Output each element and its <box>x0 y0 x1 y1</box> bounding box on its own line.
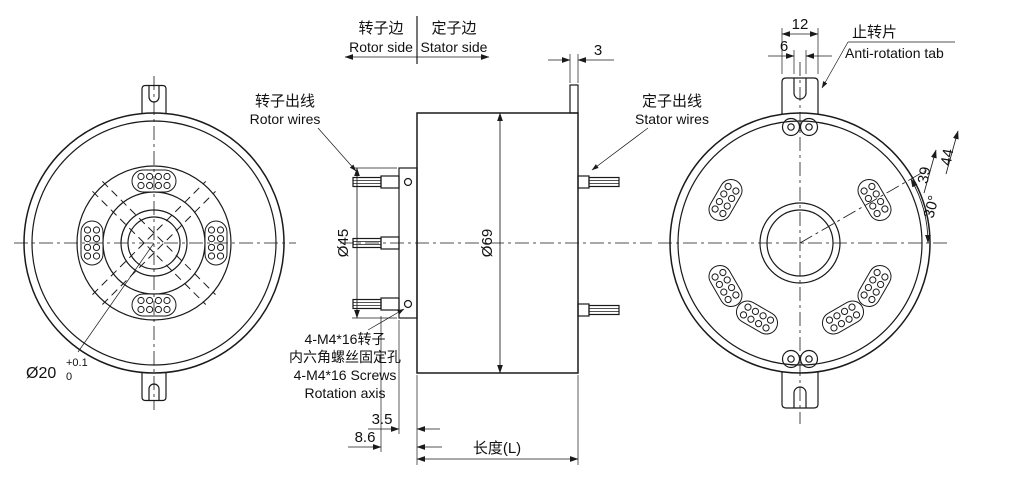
top-screw-left-center <box>787 123 795 131</box>
dim-body-dia: Ø69 <box>479 229 496 257</box>
dim-angle: 30° <box>921 194 943 220</box>
bore-leader-line <box>77 242 155 353</box>
left-hub-circle <box>120 209 188 277</box>
left-wall-circle <box>31 120 277 366</box>
tab-side-profile <box>569 84 579 114</box>
right-bottom-tab <box>781 372 819 409</box>
left-pattern-outer-circle <box>76 165 232 321</box>
screw-note-en1: 4-M4*16 Screws <box>294 367 397 383</box>
right-top-tab <box>781 77 819 114</box>
stator-side-label-cn: 定子边 <box>431 20 476 37</box>
top-screw-right <box>799 117 819 137</box>
left-outer-circle <box>23 112 285 374</box>
bottom-screw-left-center <box>787 355 795 363</box>
wire-hole-cluster <box>853 260 896 312</box>
bottom-screw-right-center <box>805 355 813 363</box>
left-bottom-tab <box>141 372 167 402</box>
stator-wires-label-cn: 定子出线 <box>642 93 702 110</box>
left-view: Ø20 +0.1 0 <box>14 76 296 410</box>
dim44-line <box>945 130 959 175</box>
dim-bore: Ø20 <box>26 365 56 382</box>
angle-arc <box>910 178 931 244</box>
tab-label-leader <box>821 41 849 89</box>
dim-bore-tol-lower: 0 <box>66 371 72 383</box>
rotor-wires-leader <box>317 127 357 172</box>
left-bore-circle <box>127 216 181 270</box>
rotor-wires-label-cn: 转子出线 <box>255 93 315 110</box>
screw-note-cn2: 内六角螺丝固定孔 <box>289 349 401 365</box>
rotor-wires <box>352 175 400 311</box>
stator-wires <box>577 175 620 317</box>
wire-hole-cluster <box>817 296 869 339</box>
dim-flange-dia: Ø45 <box>335 229 352 257</box>
right-top-tab-slot <box>793 78 807 100</box>
dim-44: 44 <box>938 148 958 167</box>
top-screw-left <box>781 117 801 137</box>
bottom-screw-right <box>799 349 819 369</box>
stator-wires-leader <box>591 127 649 171</box>
right-hub-circle <box>759 202 841 284</box>
wire-hole-cluster <box>731 296 783 339</box>
anti-rotation-label-en: Anti-rotation tab <box>845 45 944 61</box>
dim-flange-thickness: 3.5 <box>372 411 393 428</box>
dim-terminal-offset: 8.6 <box>355 429 376 446</box>
stator-wires-label-en: Stator wires <box>635 111 709 127</box>
left-dashed-cross <box>92 181 216 305</box>
right-view: 12 6 止转片 Anti-rotation tab 44 39 30° <box>658 16 959 424</box>
dim-slot-width: 6 <box>780 38 788 55</box>
stator-side-label-en: Stator side <box>421 39 488 55</box>
left-bottom-tab-slot <box>148 383 160 401</box>
right-bottom-tab-slot <box>793 386 807 408</box>
dim-tab-thickness: 3 <box>594 42 602 59</box>
rotor-wires-label-en: Rotor wires <box>250 111 321 127</box>
top-screw-right-center <box>805 123 813 131</box>
dim-tab-width: 12 <box>792 16 809 33</box>
middle-view: 转子边 Rotor side 定子边 Stator side Ø45 Ø69 <box>250 16 709 465</box>
anti-rotation-label-cn: 止转片 <box>852 24 897 41</box>
rotor-side-label-en: Rotor side <box>349 39 413 55</box>
wire-hole-cluster <box>704 260 747 312</box>
left-top-tab-slot <box>148 85 160 103</box>
right-bore-circle <box>766 209 834 277</box>
dim-39: 39 <box>915 166 935 185</box>
bottom-screw-left <box>781 349 801 369</box>
screw-note-en2: Rotation axis <box>305 385 386 401</box>
dim-length: 长度(L) <box>473 440 521 457</box>
wire-hole-cluster <box>704 174 747 226</box>
screw-note-cn1: 4-M4*16转子 <box>305 331 386 347</box>
flange-screw-bottom <box>403 299 413 309</box>
flange-screw-top <box>403 177 413 187</box>
screw-note-leader <box>367 308 405 331</box>
dim-bore-tol-upper: +0.1 <box>66 357 88 369</box>
left-top-tab <box>141 84 167 114</box>
rotor-side-label-cn: 转子边 <box>358 20 403 37</box>
